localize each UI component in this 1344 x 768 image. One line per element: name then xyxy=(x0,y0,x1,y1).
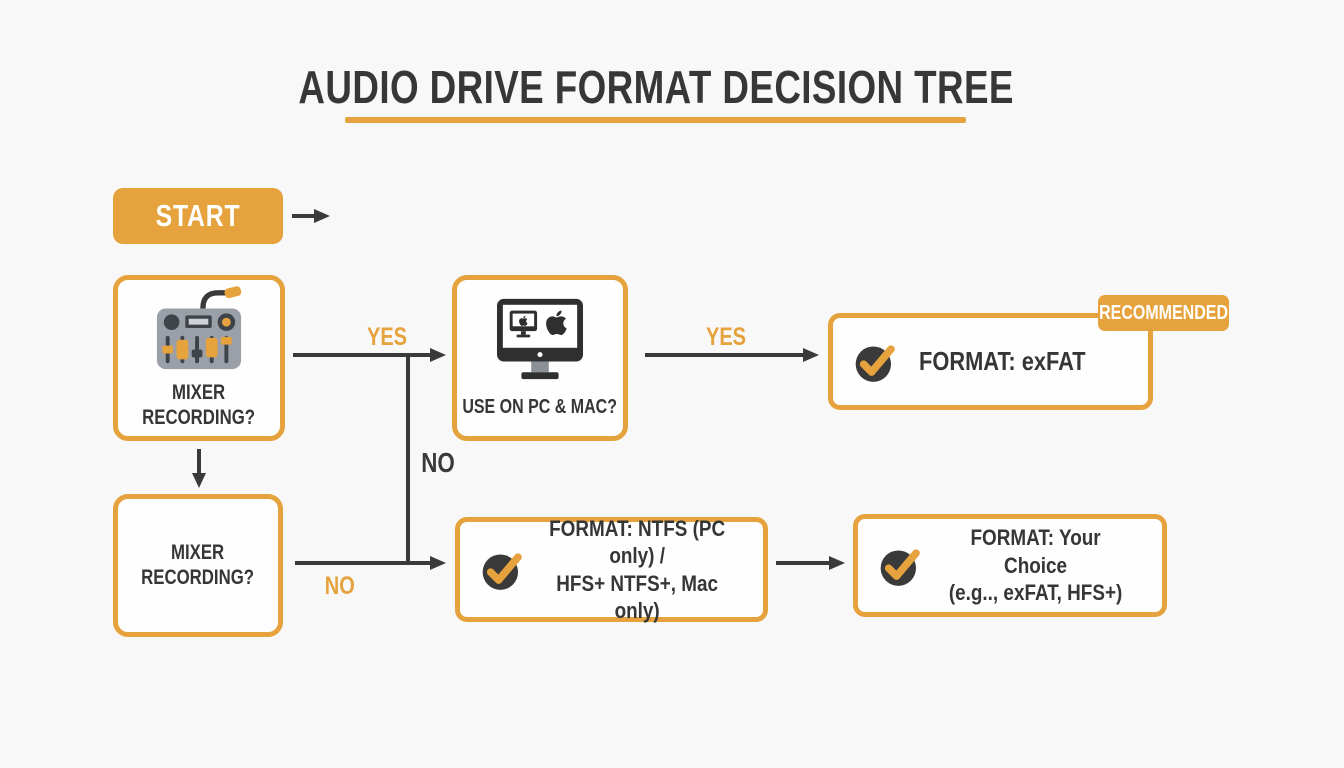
node-mixer-recording-bottom-label: MIXER RECORDING? xyxy=(141,540,255,589)
recommended-badge-label: RECOMMENDED xyxy=(1099,301,1228,324)
node-format-exfat: FORMAT: exFAT xyxy=(828,313,1153,410)
start-node-label: START xyxy=(155,198,241,233)
start-node: START xyxy=(113,188,283,244)
node-format-your-choice: FORMAT: Your Choice (e.g.., exFAT, HFS+) xyxy=(853,514,1167,617)
node-format-your-choice-label: FORMAT: Your Choice (e.g.., exFAT, HFS+) xyxy=(948,525,1123,606)
node-format-ntfs-label: FORMAT: NTFS (PC only) / HFS+ NTFS+, Mac… xyxy=(549,515,726,623)
check-circle-icon xyxy=(880,549,920,586)
page-title-text: AUDIO DRIVE FORMAT DECISION TREE xyxy=(298,61,1014,113)
edge-down-arrow xyxy=(197,449,201,474)
edge-yes-top-label: YES xyxy=(367,323,408,351)
node-mixer-recording-top-label: MIXER RECORDING? xyxy=(142,381,256,429)
check-circle-icon xyxy=(482,553,522,590)
recommended-badge: RECOMMENDED xyxy=(1098,295,1229,331)
node-format-exfat-label: FORMAT: exFAT xyxy=(919,345,1086,376)
node-mixer-recording-top: MIXER RECORDING? xyxy=(113,275,285,441)
node-use-on-pc-mac: USE ON PC & MAC? xyxy=(452,275,628,441)
node-mixer-recording-bottom: MIXER RECORDING? xyxy=(113,494,283,637)
node-use-on-pc-mac-label: USE ON PC & MAC? xyxy=(462,396,618,419)
mixer-icon xyxy=(156,286,242,370)
edge-yes-top-arrow xyxy=(293,353,431,357)
check-circle-icon xyxy=(855,345,895,382)
edge-yes-right-label: YES xyxy=(706,323,747,351)
edge-no-vertical-line xyxy=(406,355,410,563)
start-arrow xyxy=(292,214,315,218)
edge-ntfs-to-choice-arrow xyxy=(776,561,830,565)
edge-no-bottom-label: NO xyxy=(324,572,355,600)
edge-yes-right-arrow xyxy=(645,353,804,357)
title-underline xyxy=(345,117,966,123)
pc-mac-monitor-icon xyxy=(497,299,583,380)
edge-no-vertical-label: NO xyxy=(421,447,455,478)
edge-no-bottom-arrow xyxy=(295,561,431,565)
node-format-ntfs: FORMAT: NTFS (PC only) / HFS+ NTFS+, Mac… xyxy=(455,515,768,623)
page-title: AUDIO DRIVE FORMAT DECISION TREE xyxy=(298,60,1013,114)
